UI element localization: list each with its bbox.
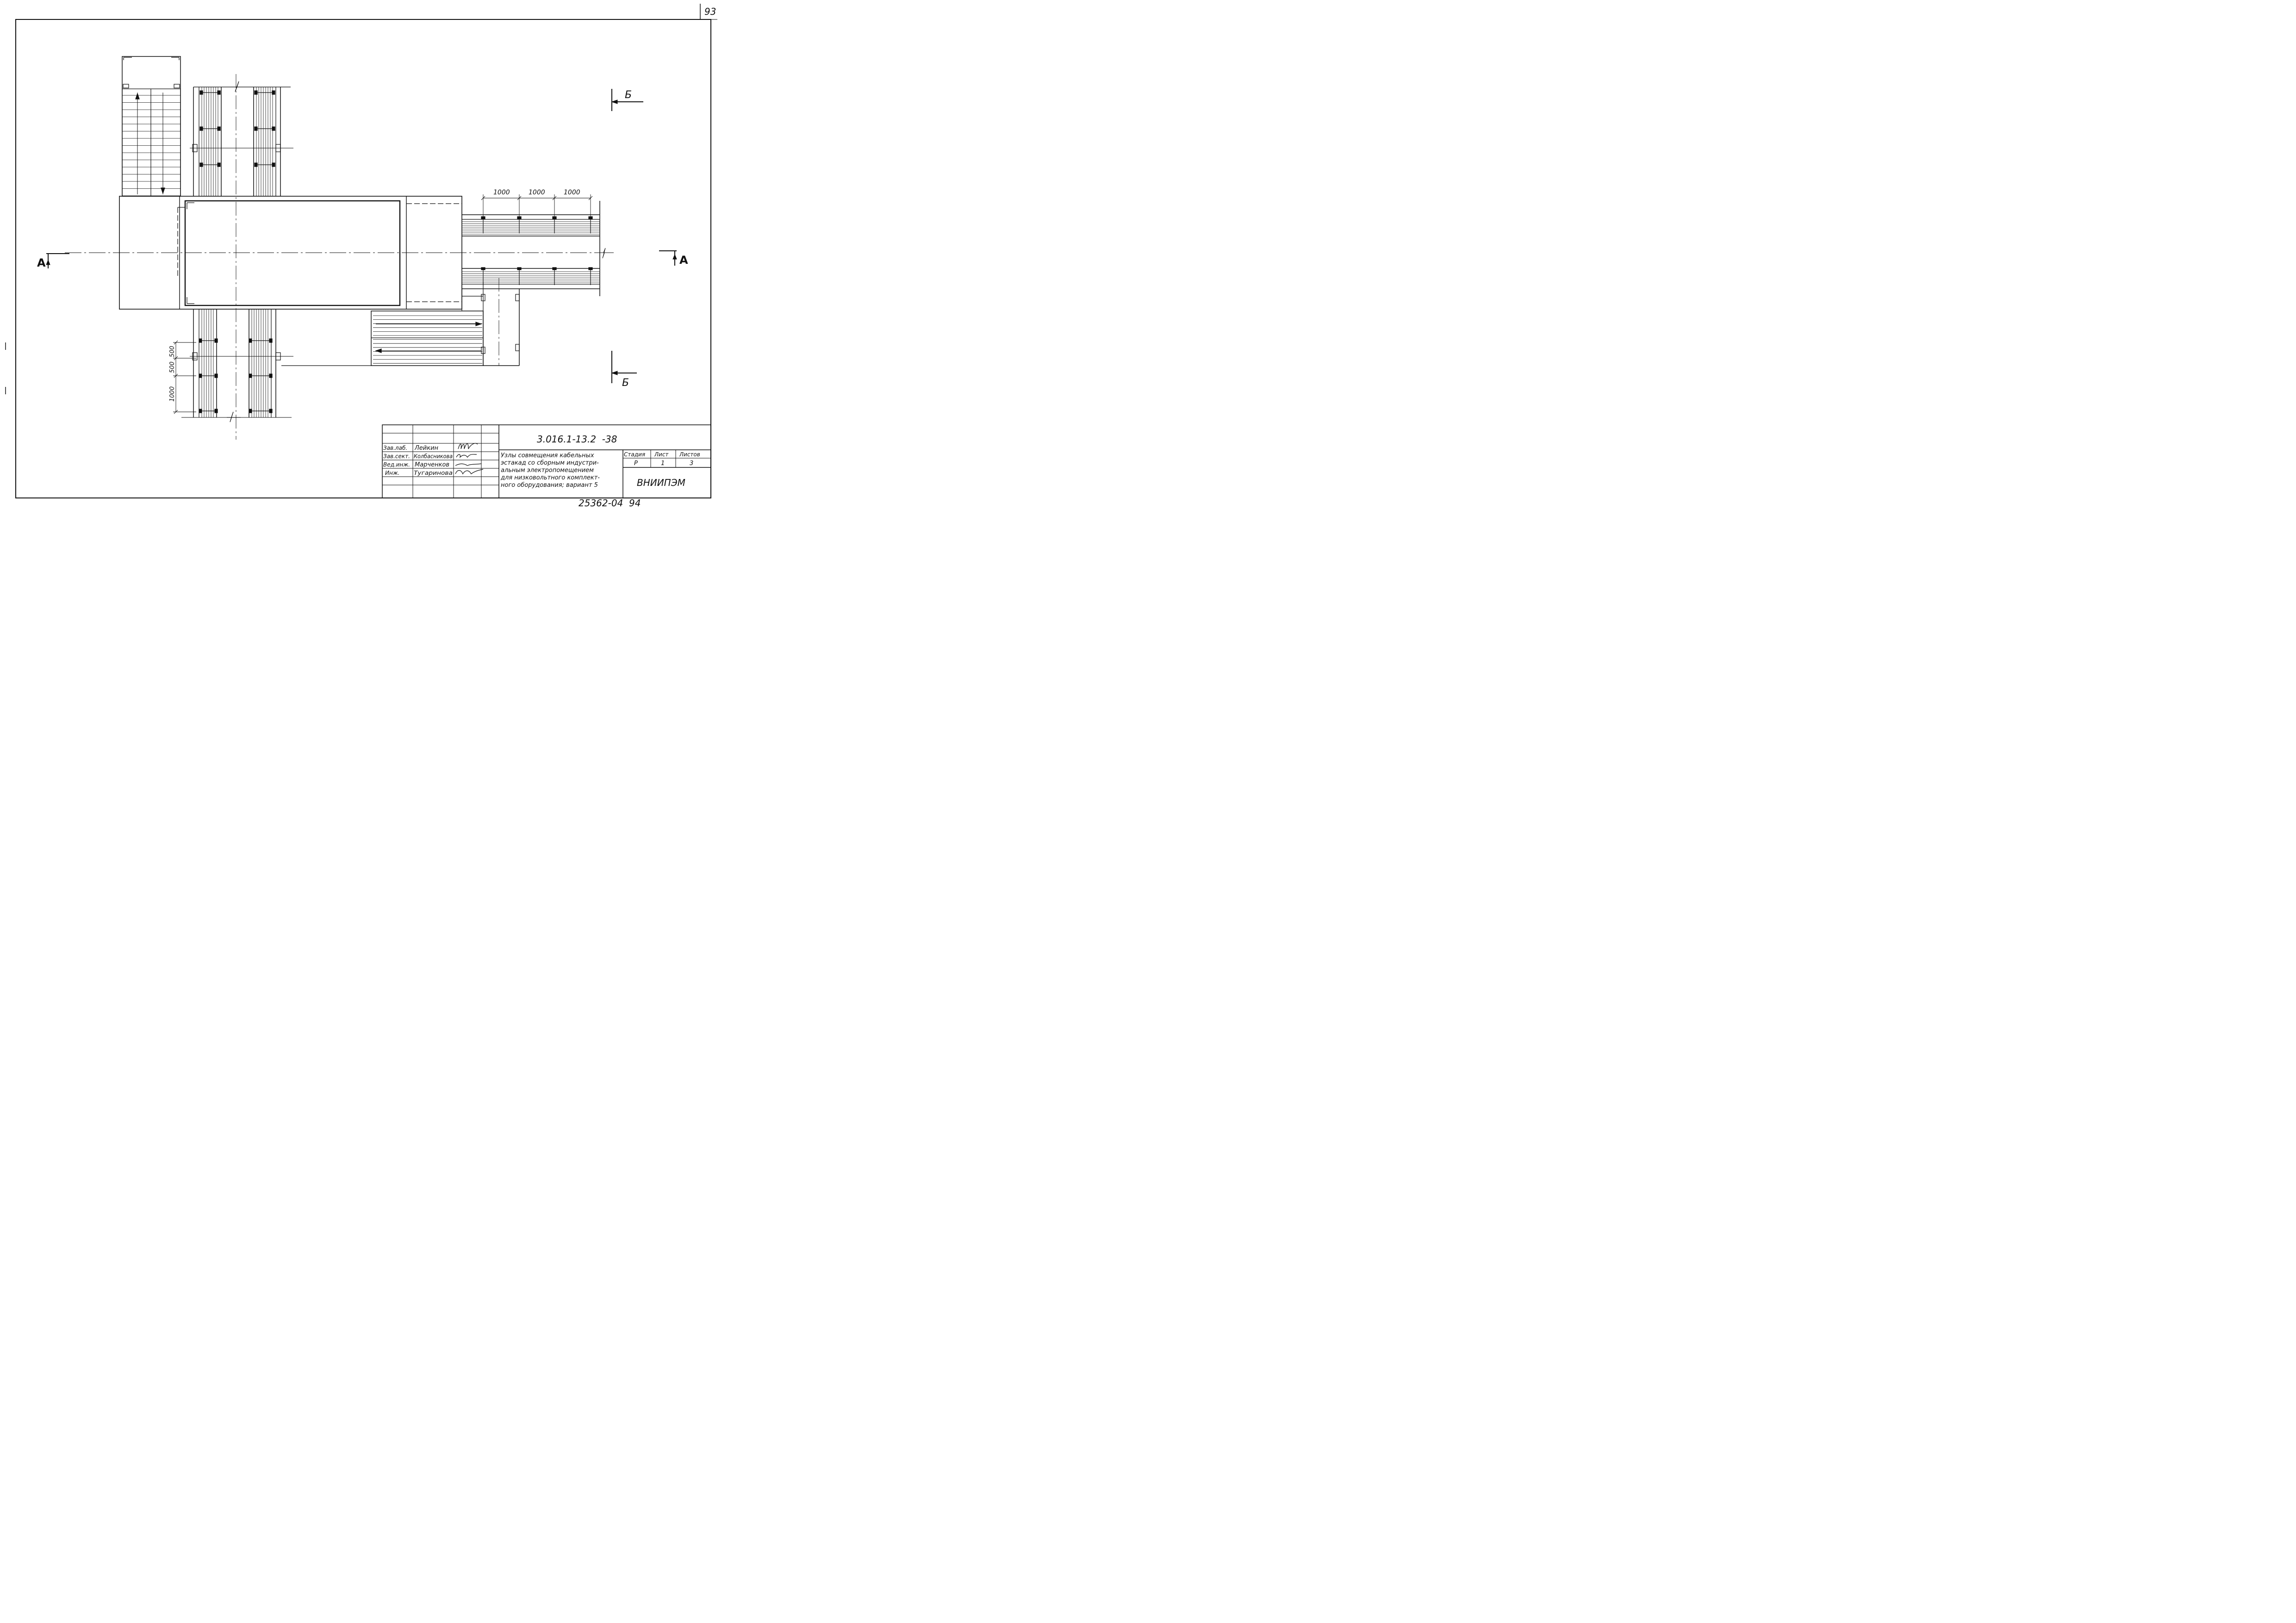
sheet-label: Лист: [654, 451, 669, 458]
cable-tray-lower-right: [249, 309, 276, 417]
role-2: Зав.сект.: [383, 453, 410, 460]
dimension-chain-left: [173, 340, 196, 414]
sheet-frame: [15, 19, 711, 498]
title-line-1: Узлы совмещения кабельных: [501, 452, 594, 459]
title-line-3: альным электропомещением: [501, 467, 594, 474]
sheets-value: 3: [690, 460, 693, 467]
signature-2: [456, 454, 477, 458]
document-code: 3.016.1-13.2 -38: [537, 434, 617, 445]
section-label-a-right: А: [679, 254, 688, 267]
section-mark-a-left: [46, 253, 69, 268]
stage-label: Стадия: [624, 451, 645, 458]
name-4: Тугаринова: [414, 470, 453, 476]
section-mark-b-top: [611, 89, 643, 111]
cable-tray-upper-right: [243, 87, 291, 196]
signature-1: [458, 443, 478, 449]
stage-value: Р: [634, 460, 638, 467]
name-3: Марченков: [415, 461, 449, 468]
dimension-top-2: 1000: [529, 189, 545, 196]
section-label-b-top: Б: [625, 89, 632, 101]
organization: ВНИИПЭМ: [637, 477, 685, 488]
role-1: Зав.лаб.: [383, 445, 407, 451]
signature-4: [455, 469, 484, 475]
dimension-left-3: 1000: [169, 386, 176, 402]
section-label-a-left: А: [37, 256, 46, 269]
name-1: Лейкин: [414, 445, 439, 452]
stair-tray-lower-right: [281, 278, 520, 366]
role-3: Вед.инж.: [383, 461, 410, 468]
cable-tray-upper-left: [193, 87, 231, 196]
stair-tray-upper-left: [122, 56, 181, 197]
title-line-4: для низковольтного комплект-: [500, 474, 600, 481]
sheet-number-top: 93: [704, 6, 716, 17]
dimension-top-1: 1000: [493, 189, 510, 196]
drawing-sheet: 93 А А Б Б 1000 1000 1000 500 500 1000 3…: [5, 4, 717, 509]
section-label-b-bottom: Б: [622, 377, 629, 389]
dimension-left-2: 500: [169, 361, 176, 373]
signature-3: [455, 463, 482, 466]
title-block: [382, 424, 711, 498]
cable-tray-lower-left: [193, 309, 218, 417]
dimension-left-1: 500: [169, 346, 176, 357]
archive-number: 25362-04 94: [579, 497, 641, 509]
section-mark-a-right: [659, 250, 677, 266]
dimension-top-3: 1000: [564, 189, 580, 196]
sheet-value: 1: [661, 460, 665, 467]
cable-tray-right-top: [462, 214, 600, 236]
title-line-2: эстакад со сборным индустри-: [501, 460, 599, 466]
section-mark-b-bottom: [611, 351, 637, 383]
dimension-chain-top: [481, 194, 593, 218]
name-2: Колбасникова: [414, 453, 453, 460]
title-line-5: ного оборудования; вариант 5: [501, 482, 598, 489]
role-4: Инж.: [385, 470, 399, 476]
cable-tray-right-bottom: [462, 267, 600, 289]
sheets-label: Листов: [679, 451, 700, 458]
